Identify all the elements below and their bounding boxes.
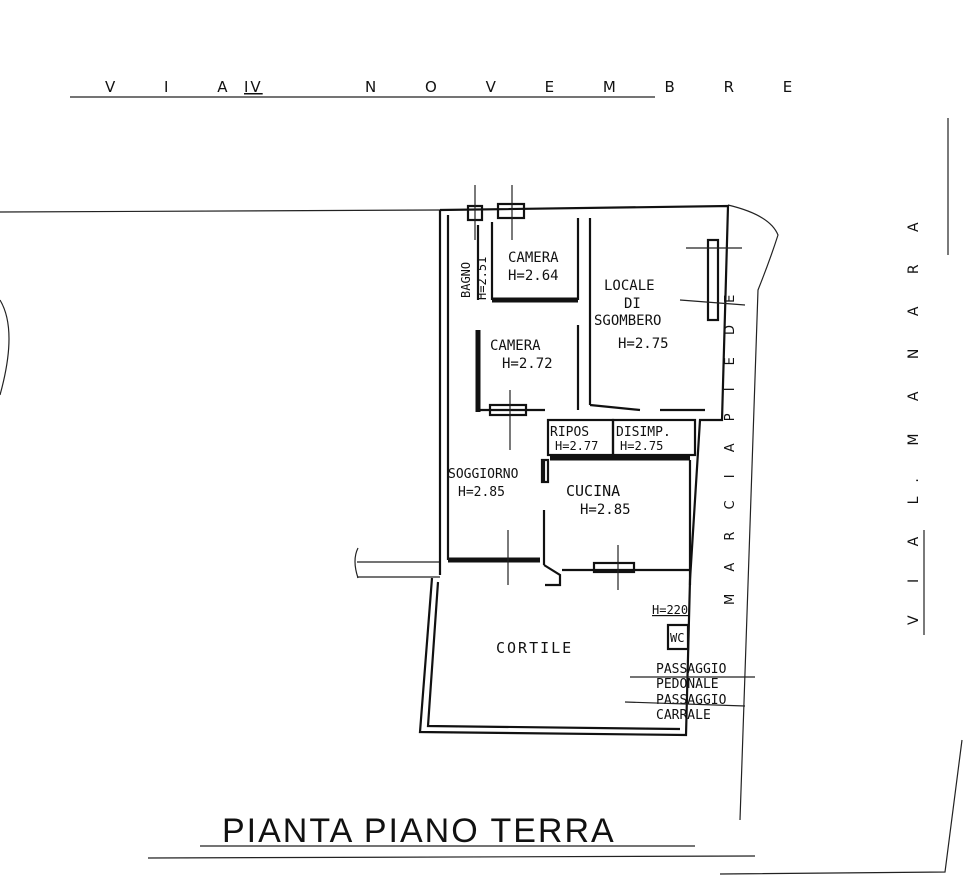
- wall-disimp: [611, 418, 697, 457]
- locale-height: H=2.75: [618, 336, 669, 352]
- wc-box: [666, 623, 690, 651]
- camera2-window: [488, 403, 528, 417]
- street-number-label: IV: [244, 78, 263, 96]
- street-via-manara: V I A L. M A N A R A: [906, 118, 949, 635]
- passaggio-pedonale: PASSAGGIO PEDONALE: [630, 662, 755, 692]
- room-bagno: BAGNO H=2.51: [459, 257, 489, 300]
- wall-cucina-corner: [543, 564, 562, 587]
- ripos-height: H=2.77: [555, 439, 598, 453]
- carrale-leader: [624, 701, 746, 707]
- room-camera-2: CAMERA H=2.72: [490, 338, 553, 372]
- building-outer-wall: [439, 204, 730, 581]
- sidewalk-label: M A R C I A P I E D E: [723, 286, 738, 605]
- locale-name-2: DI: [624, 296, 641, 312]
- building-outline: [438, 185, 746, 590]
- wc-name: WC: [670, 631, 684, 645]
- camera1-window: [496, 202, 526, 220]
- sheet-corner: [719, 739, 963, 875]
- cortile-wall: [418, 577, 692, 737]
- cucina-window: [592, 561, 636, 574]
- room-ripos: RIPOS H=2.77: [550, 425, 598, 453]
- sidewalk: M A R C I A P I E D E: [723, 204, 779, 821]
- wc-height: H=220: [652, 603, 688, 617]
- cucina-height: H=2.85: [580, 502, 631, 518]
- cucina-name: CUCINA: [566, 482, 620, 500]
- street-right-label: V I A L. M A N A R A: [906, 208, 922, 625]
- camera1-height: H=2.64: [508, 268, 559, 284]
- street-via-label: V I A: [105, 78, 249, 96]
- room-cucina: CUCINA H=2.85: [566, 482, 631, 518]
- disimp-name: DISIMP.: [616, 425, 671, 440]
- locale-name-1: LOCALE: [604, 278, 655, 294]
- street-name-label: N O V E M B R E: [365, 78, 814, 96]
- cortile-inner-wall: [426, 581, 681, 731]
- bagno-name: BAGNO: [459, 262, 473, 298]
- wall-locale-bottom: [589, 403, 641, 412]
- bagno-height: H=2.51: [475, 257, 489, 300]
- camera1-name: CAMERA: [508, 250, 559, 266]
- room-disimp: DISIMP. H=2.75: [616, 425, 671, 453]
- boundary-left-arc: [354, 547, 359, 579]
- carrale-line-2: CARRALE: [656, 708, 711, 723]
- soggiorno-door: [540, 458, 550, 484]
- section-mark-5: [679, 299, 746, 306]
- locale-name-3: SGOMBERO: [594, 313, 661, 329]
- boundary-top: [0, 209, 441, 213]
- disimp-height: H=2.75: [620, 439, 663, 453]
- plan-title: PIANTA PIANO TERRA: [147, 812, 756, 859]
- room-cortile: CORTILE: [496, 639, 573, 657]
- soggiorno-name: SOGGIORNO: [448, 467, 519, 482]
- boundary-left-curve: [0, 299, 10, 396]
- sidewalk-edge: [727, 204, 779, 821]
- camera2-name: CAMERA: [490, 338, 541, 354]
- plan-title-rule: [147, 855, 756, 859]
- passaggio-carrale: PASSAGGIO CARRALE: [624, 693, 746, 723]
- cortile-name: CORTILE: [496, 639, 573, 657]
- locale-window: [706, 238, 720, 322]
- pedonale-line-2: PEDONALE: [656, 677, 719, 692]
- left-boundary: [0, 209, 441, 579]
- carrale-line-1: PASSAGGIO: [656, 693, 727, 708]
- plan-title-text: PIANTA PIANO TERRA: [222, 812, 616, 850]
- street-via-iv-novembre: V I A IV N O V E M B R E: [70, 78, 814, 98]
- soggiorno-height: H=2.85: [458, 485, 505, 500]
- room-wc: H=220 WC: [652, 603, 688, 645]
- room-camera-1: CAMERA H=2.64: [508, 250, 559, 284]
- room-soggiorno: SOGGIORNO H=2.85: [448, 467, 519, 500]
- ripos-name: RIPOS: [550, 425, 589, 440]
- pedonale-line-1: PASSAGGIO: [656, 662, 727, 677]
- room-locale-di-sgombero: LOCALE DI SGOMBERO H=2.75: [594, 278, 669, 352]
- cortile-outline: [418, 577, 692, 737]
- camera2-height: H=2.72: [502, 356, 553, 372]
